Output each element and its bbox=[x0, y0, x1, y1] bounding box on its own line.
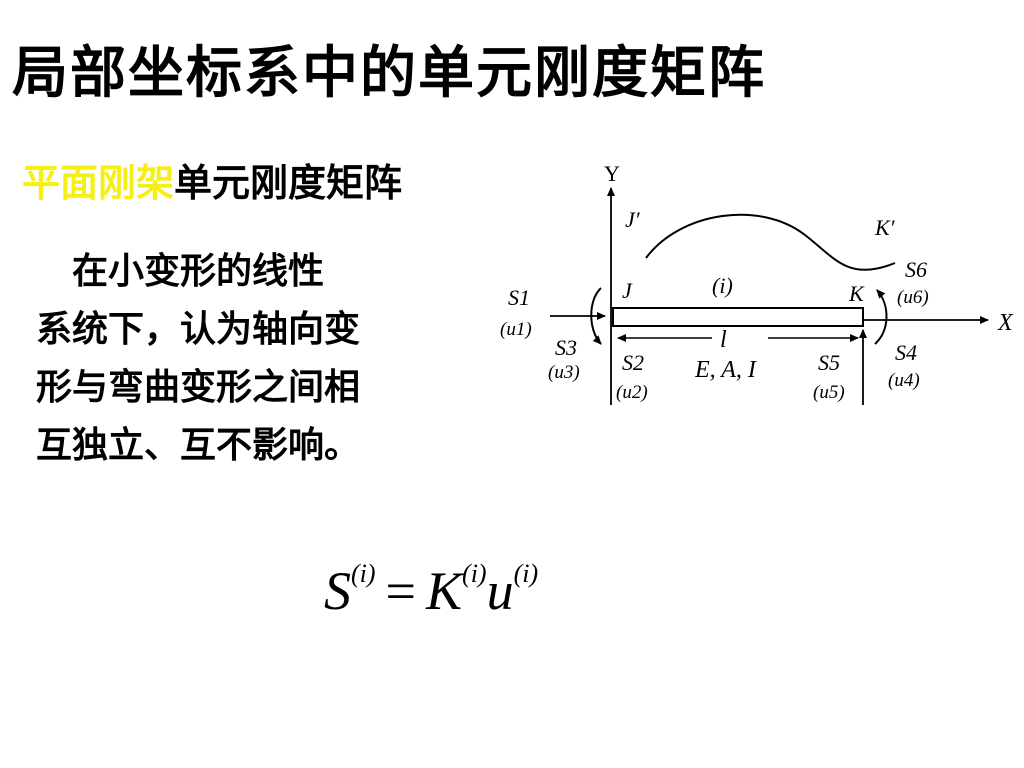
node-j-label: J bbox=[622, 278, 633, 303]
slide-subtitle: 平面刚架单元刚度矩阵 bbox=[22, 158, 402, 208]
subtitle-highlight: 平面刚架 bbox=[22, 160, 175, 205]
force-s5-label: S5 bbox=[818, 350, 840, 375]
stiffness-equation: S(i)=K(i)u(i) bbox=[324, 559, 539, 622]
force-s3-label: S3 bbox=[555, 335, 577, 360]
force-s6-label: S6 bbox=[905, 257, 927, 282]
force-s1-label: S1 bbox=[508, 285, 530, 310]
section-properties-label: E, A, I bbox=[694, 357, 757, 383]
x-axis-label: X bbox=[997, 310, 1014, 336]
disp-u6-label: (u6) bbox=[897, 287, 929, 308]
paragraph-line: 在小变形的线性 bbox=[36, 250, 325, 292]
equation-equals: = bbox=[385, 561, 417, 621]
equation-s-superscript: (i) bbox=[351, 559, 376, 588]
disp-u1-label: (u1) bbox=[500, 319, 532, 340]
element-id-label: (i) bbox=[712, 273, 733, 298]
force-s2-label: S2 bbox=[622, 350, 644, 375]
deformed-curve bbox=[645, 213, 896, 271]
paragraph-line: 互独立、互不影响。 bbox=[36, 424, 361, 466]
force-s4-label: S4 bbox=[895, 340, 917, 365]
explanation-paragraph: 在小变形的线性 系统下，认为轴向变 形与弯曲变形之间相 互独立、互不影响。 bbox=[36, 242, 456, 474]
equation-s: S bbox=[324, 561, 351, 621]
y-axis-label: Y bbox=[604, 161, 620, 186]
equation-k: K bbox=[426, 561, 463, 621]
equation-k-superscript: (i) bbox=[462, 559, 487, 588]
equation-u-superscript: (i) bbox=[513, 559, 539, 588]
node-k-label: K bbox=[848, 281, 865, 306]
disp-u5-label: (u5) bbox=[813, 382, 845, 403]
disp-u4-label: (u4) bbox=[888, 370, 920, 391]
slide-title: 局部坐标系中的单元刚度矩阵 bbox=[12, 40, 766, 106]
node-j-deformed-label: J′ bbox=[625, 207, 641, 232]
disp-u2-label: (u2) bbox=[616, 382, 648, 403]
disp-u3-label: (u3) bbox=[548, 362, 580, 383]
length-label: l bbox=[720, 327, 727, 353]
paragraph-line: 形与弯曲变形之间相 bbox=[36, 366, 361, 408]
paragraph-line: 系统下，认为轴向变 bbox=[36, 308, 361, 350]
moment-s6-arrow bbox=[874, 289, 888, 345]
beam-element bbox=[612, 307, 864, 327]
node-k-deformed-label: K′ bbox=[874, 215, 896, 240]
equation-u: u bbox=[486, 561, 514, 621]
moment-s3-arrow bbox=[590, 287, 602, 345]
subtitle-rest: 单元刚度矩阵 bbox=[174, 160, 403, 205]
